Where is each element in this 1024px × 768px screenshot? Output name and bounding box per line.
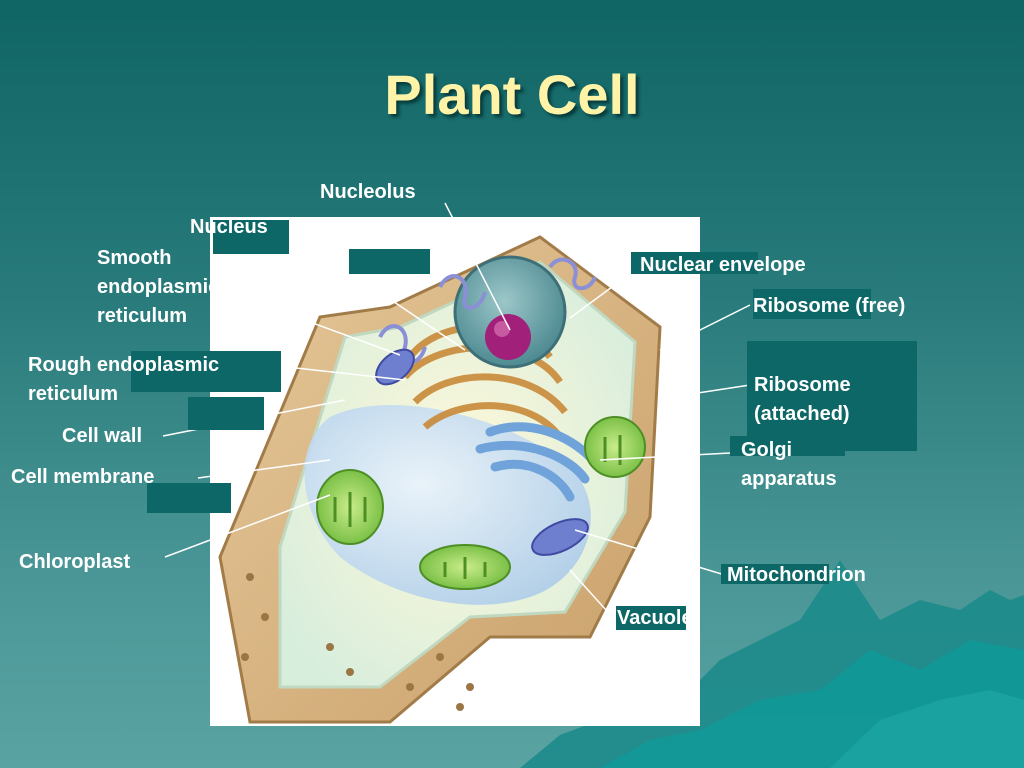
label-cover-box — [747, 341, 917, 451]
label-cover-box — [631, 252, 758, 274]
label-cover-box — [730, 436, 845, 456]
label-smooth-er: Smooth endoplasmic reticulum — [97, 244, 219, 331]
label-golgi-apparatus: Golgi apparatus — [741, 436, 837, 494]
label-nucleus: Nucleus — [190, 216, 268, 238]
label-smooth-er-line2: endoplasmic — [97, 276, 220, 298]
label-cover-box — [131, 351, 281, 392]
label-golgi-line1: Golgi — [741, 439, 793, 461]
label-nuclear-envelope: Nuclear envelope — [640, 254, 806, 276]
label-rough-er-line1: Rough endoplasmic — [28, 354, 220, 376]
label-cell-membrane: Cell membrane — [11, 466, 155, 488]
label-cover-box — [753, 289, 871, 319]
label-cover-box — [721, 564, 829, 584]
label-cover-box — [213, 220, 289, 254]
label-ribosome-free: Ribosome (free) — [753, 295, 906, 317]
label-nucleolus: Nucleolus — [320, 181, 416, 203]
label-mitochondrion: Mitochondrion — [727, 564, 866, 586]
label-smooth-er-line3: reticulum — [97, 305, 188, 327]
plant-cell-illustration — [210, 217, 700, 726]
label-ribosome-attached-line1: Ribosome — [754, 374, 851, 396]
label-cover-box — [147, 483, 231, 513]
label-rough-er: Rough endoplasmic reticulum — [28, 351, 219, 409]
label-cover-box — [188, 397, 264, 430]
label-rough-er-line2: reticulum — [28, 383, 119, 405]
label-ribosome-attached: Ribosome (attached) — [754, 371, 851, 429]
label-smooth-er-line1: Smooth — [97, 247, 172, 269]
label-cell-wall: Cell wall — [62, 425, 143, 447]
label-ribosome-attached-line2: (attached) — [754, 403, 850, 425]
slide-title: Plant Cell — [384, 63, 640, 126]
label-cover-box — [349, 249, 430, 274]
label-golgi-line2: apparatus — [741, 468, 837, 490]
label-cover-box — [616, 606, 686, 630]
label-chloroplast: Chloroplast — [19, 551, 131, 573]
label-vacuole: Vacuole — [617, 607, 693, 629]
